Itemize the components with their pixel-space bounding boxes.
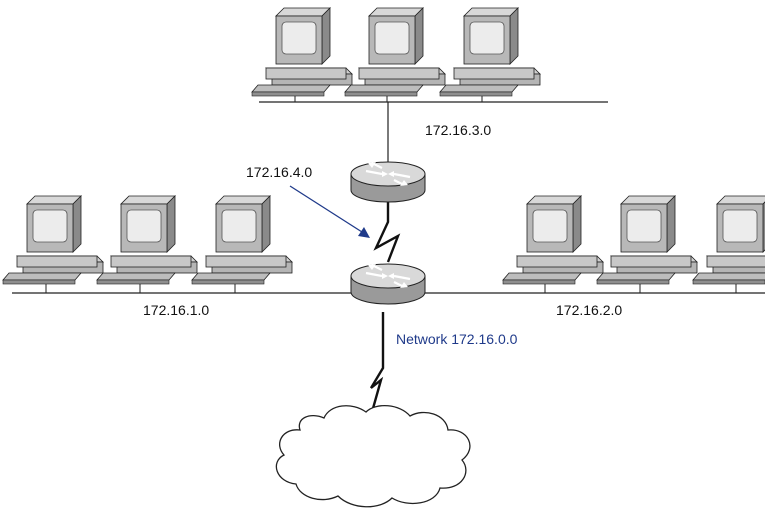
serial-link-to-cloud <box>369 312 385 413</box>
label-172-16-4-0: 172.16.4.0 <box>246 164 313 180</box>
label-network-172-16-0-0: Network 172.16.0.0 <box>396 331 518 347</box>
right-pc-3-icon <box>692 195 765 285</box>
serial-link-172-16-4-0 <box>373 200 401 263</box>
right-pc-2-icon <box>596 195 698 285</box>
top-pc-2-icon <box>344 7 446 97</box>
left-pc-3-icon <box>191 195 293 285</box>
label-172-16-3-0: 172.16.3.0 <box>425 122 492 138</box>
lower-router-icon <box>349 262 427 306</box>
top-pc-3-icon <box>439 7 541 97</box>
label-172-16-2-0: 172.16.2.0 <box>556 302 623 318</box>
top-pc-1-icon <box>251 7 353 97</box>
annotation-arrowhead <box>358 227 370 238</box>
upper-router-icon <box>349 160 427 204</box>
left-pc-2-icon <box>96 195 198 285</box>
annotation-arrow-line <box>289 185 363 233</box>
cloud-icon <box>275 405 471 508</box>
label-172-16-1-0: 172.16.1.0 <box>143 302 210 318</box>
right-pc-1-icon <box>502 195 604 285</box>
left-pc-1-icon <box>2 195 104 285</box>
